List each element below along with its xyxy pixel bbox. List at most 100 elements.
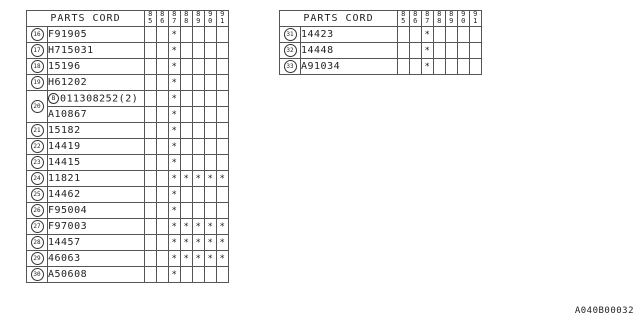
ref-number-circle: 29 (30, 252, 44, 265)
applicability-mark (156, 170, 169, 187)
applicability-mark (216, 106, 229, 123)
applicability-mark (204, 106, 217, 123)
applicability-mark (216, 266, 229, 283)
part-code-text: 15182 (48, 125, 81, 136)
applicability-mark: * (204, 170, 217, 187)
applicability-mark (397, 58, 410, 75)
part-code: H715031 (47, 42, 145, 59)
applicability-mark (144, 266, 157, 283)
applicability-mark (204, 74, 217, 91)
part-code-text: A10867 (48, 109, 88, 120)
ref-number-circle: 20 (30, 100, 44, 113)
applicability-mark (445, 26, 458, 43)
applicability-mark (192, 266, 205, 283)
year-header: 9 1 (469, 10, 482, 27)
applicability-mark (180, 106, 193, 123)
applicability-mark (204, 154, 217, 171)
applicability-mark (180, 122, 193, 139)
applicability-mark: * (192, 170, 205, 187)
year-header: 8 8 (180, 10, 193, 27)
applicability-mark (192, 106, 205, 123)
ref-number-circle: 25 (30, 188, 44, 201)
applicability-mark (192, 74, 205, 91)
applicability-mark (192, 122, 205, 139)
applicability-mark: * (192, 250, 205, 267)
ref-number: 33 (279, 58, 301, 75)
applicability-mark (192, 26, 205, 43)
table-row: A10867* (27, 106, 229, 123)
applicability-mark (204, 202, 217, 219)
applicability-mark (204, 122, 217, 139)
year-header: 8 5 (144, 10, 157, 27)
part-code-text: 15196 (48, 61, 81, 72)
applicability-mark: * (168, 250, 181, 267)
applicability-mark (216, 138, 229, 155)
part-code: 14415 (47, 154, 145, 171)
ref-number-circle: 18 (30, 60, 44, 73)
applicability-mark (433, 26, 446, 43)
applicability-mark: * (168, 170, 181, 187)
ref-number-circle: 32 (283, 44, 297, 57)
applicability-mark (409, 58, 422, 75)
part-code: 46063 (47, 250, 145, 267)
applicability-mark (433, 58, 446, 75)
part-code-text: H61202 (48, 77, 88, 88)
applicability-mark: * (180, 218, 193, 235)
ref-number: 32 (279, 42, 301, 59)
ref-number-circle: 16 (30, 28, 44, 41)
applicability-mark (144, 154, 157, 171)
applicability-mark (192, 138, 205, 155)
year-header: 9 0 (204, 10, 217, 27)
part-code-text: 011308252(2) (60, 93, 139, 105)
applicability-mark: * (168, 26, 181, 43)
ref-number-circle: 28 (30, 236, 44, 249)
applicability-mark (144, 186, 157, 203)
applicability-mark (204, 266, 217, 283)
applicability-mark (457, 58, 470, 75)
applicability-mark (156, 90, 169, 107)
part-code-text: 14462 (48, 189, 81, 200)
applicability-mark (156, 186, 169, 203)
part-code-text: A50608 (48, 269, 88, 280)
applicability-mark: * (168, 74, 181, 91)
applicability-mark (156, 202, 169, 219)
applicability-mark (144, 106, 157, 123)
ref-number: 31 (279, 26, 301, 43)
ref-number: 22 (26, 138, 48, 155)
applicability-mark: * (168, 90, 181, 107)
year-header: 8 8 (433, 10, 446, 27)
ref-number: 25 (26, 186, 48, 203)
applicability-mark: * (216, 234, 229, 251)
applicability-mark (204, 186, 217, 203)
part-code: 15196 (47, 58, 145, 75)
applicability-mark (216, 58, 229, 75)
applicability-mark (204, 90, 217, 107)
year-header: 8 9 (192, 10, 205, 27)
applicability-mark (156, 218, 169, 235)
ref-number: 19 (26, 74, 48, 91)
parts-table-right: PARTS CORD 8 5 8 6 8 7 8 8 8 9 9 0 9 1 3… (279, 10, 482, 75)
part-code: 14462 (47, 186, 145, 203)
header-row: PARTS CORD 8 5 8 6 8 7 8 8 8 9 9 0 9 1 (26, 10, 229, 27)
part-code: A50608 (47, 266, 145, 283)
parts-table-left: PARTS CORD 8 5 8 6 8 7 8 8 8 9 9 0 9 1 1… (26, 10, 229, 283)
applicability-mark (180, 74, 193, 91)
applicability-mark (144, 202, 157, 219)
part-code-text: 14419 (48, 141, 81, 152)
part-code-text: 14448 (301, 45, 334, 56)
ref-number: 29 (26, 250, 48, 267)
applicability-mark (144, 74, 157, 91)
applicability-mark (216, 26, 229, 43)
applicability-mark (216, 186, 229, 203)
applicability-mark (180, 138, 193, 155)
prefix-circle: B (48, 92, 59, 104)
applicability-mark (204, 138, 217, 155)
applicability-mark (445, 58, 458, 75)
